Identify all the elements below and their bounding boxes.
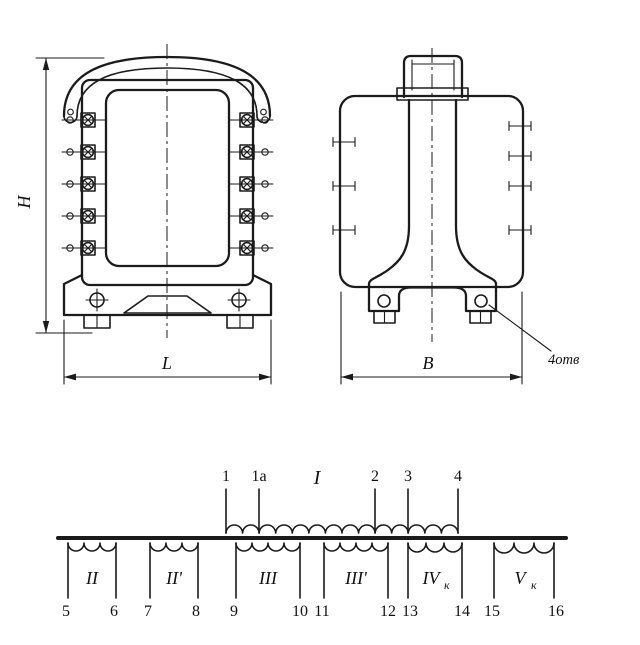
terminal-bolt (229, 112, 274, 128)
terminal-label: 16 (548, 603, 564, 620)
terminal-tick (508, 180, 532, 192)
terminal-label: 8 (192, 603, 200, 620)
winding-label: V (515, 568, 528, 588)
terminal-label: 6 (110, 603, 118, 620)
core-column-bell (367, 98, 498, 313)
secondary-coil (323, 542, 389, 552)
base-bracket-outline (62, 273, 273, 317)
front-view: H L (14, 44, 274, 385)
terminal-bolt (61, 176, 106, 192)
foot-hole-right (474, 294, 488, 308)
secondary-winding: II 5 6 (62, 542, 118, 620)
terminal-label: 1 (222, 468, 230, 485)
secondary-winding: IV к 13 14 (402, 542, 470, 620)
secondary-coil (67, 542, 117, 552)
terminal-bolt (61, 144, 106, 160)
terminal-label: 7 (144, 603, 152, 620)
terminal-tick (508, 224, 532, 236)
coil-window-outline (104, 88, 231, 268)
winding-label-sub: к (531, 578, 537, 592)
leader-line (488, 304, 552, 352)
winding-label: II' (165, 568, 183, 588)
foot-hole-left (377, 294, 391, 308)
strap-eyelet-right (260, 108, 267, 116)
terminal-bolt (61, 112, 106, 128)
secondary-winding: II' 7 8 (144, 542, 200, 620)
arrowhead (64, 373, 76, 381)
arrowhead (259, 373, 271, 381)
strap-outer (62, 55, 272, 118)
clamp-flange (396, 87, 469, 101)
winding-label-sub: к (444, 578, 450, 592)
terminal-tick (332, 180, 356, 192)
arrowhead (510, 373, 522, 381)
dim-label-B: B (423, 353, 434, 373)
terminal-label: 15 (484, 603, 500, 620)
arrowhead (341, 373, 353, 381)
terminal-label: 1а (251, 468, 266, 485)
terminal-label: 13 (402, 603, 418, 620)
terminal-tick (332, 136, 356, 148)
secondary-coil (149, 542, 199, 552)
terminal-label: 5 (62, 603, 70, 620)
terminal-tick (508, 120, 532, 132)
primary-coil (225, 524, 459, 534)
primary-winding-label: I (313, 467, 322, 489)
secondary-coil (235, 542, 301, 552)
secondary-coil (407, 542, 463, 553)
holes-note-label: 4отв (548, 352, 580, 368)
terminal-bolt (229, 144, 274, 160)
secondary-coil (493, 542, 555, 554)
secondary-winding: III 9 10 (230, 542, 308, 620)
terminal-bolt (61, 240, 106, 256)
secondary-winding: III' 11 12 (314, 542, 396, 620)
terminal-bolt (229, 176, 274, 192)
terminal-tick (332, 224, 356, 236)
dim-label-L: L (161, 353, 172, 373)
winding-label: IV (422, 568, 442, 588)
terminal-bolt (61, 208, 106, 224)
terminal-label: 9 (230, 603, 238, 620)
terminal-tick (508, 150, 532, 162)
base-center-tab (123, 295, 212, 314)
winding-schematic: 1 1а 2 3 4 I II 5 6 II' 7 8 (56, 467, 568, 620)
terminal-label: 12 (380, 603, 396, 620)
terminal-label: 3 (404, 468, 412, 485)
top-clamp-block (402, 54, 464, 99)
terminal-label: 14 (454, 603, 470, 620)
dim-label-H: H (14, 195, 34, 210)
terminal-bolt (229, 208, 274, 224)
arrowhead (42, 58, 50, 70)
winding-label: III' (344, 568, 368, 588)
terminal-label: 2 (371, 468, 379, 485)
terminal-bolt (229, 240, 274, 256)
side-view: B 4отв (332, 48, 580, 385)
strap-inner (76, 67, 258, 117)
arrowhead (42, 321, 50, 333)
winding-label: II (85, 568, 99, 588)
terminal-label: 10 (292, 603, 308, 620)
terminal-label: 11 (314, 603, 329, 620)
secondary-winding: V к 15 16 (484, 542, 564, 620)
strap-eyelet-left (67, 108, 74, 116)
winding-label: III (258, 568, 278, 588)
terminal-label: 4 (454, 468, 462, 485)
